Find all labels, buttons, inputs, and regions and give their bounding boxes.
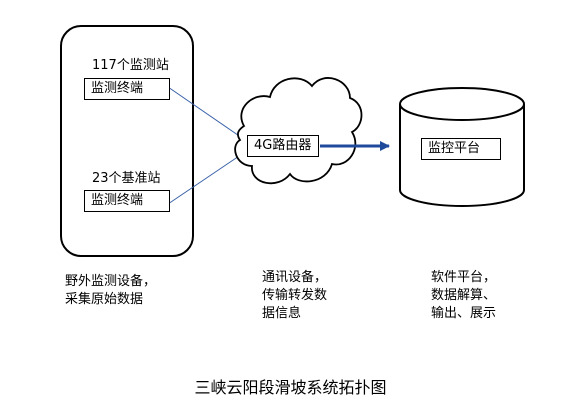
- platform-label: 监控平台: [421, 138, 501, 160]
- platform-caption-line2: 数据解算、: [431, 288, 497, 303]
- network-caption-line3: 据信息: [262, 306, 302, 321]
- platform-caption-line3: 输出、展示: [431, 306, 497, 321]
- arrow-terminal1-to-router: [167, 86, 249, 143]
- reference-stations-title: 23个基准站: [92, 171, 161, 186]
- arrow-terminal2-to-router: [167, 149, 249, 205]
- network-caption-line1: 通讯设备，: [262, 270, 328, 285]
- network-cloud: [234, 77, 363, 185]
- diagram-title: 三峡云阳段滑坡系统拓扑图: [194, 378, 387, 397]
- router-label: 4G路由器: [247, 135, 319, 157]
- network-caption-line2: 传输转发数: [262, 288, 328, 303]
- field-caption-line1: 野外监测设备，: [65, 274, 157, 289]
- monitoring-terminal-2: 监测终端: [84, 190, 170, 212]
- platform-caption-line1: 软件平台，: [431, 270, 497, 285]
- field-caption-line2: 采集原始数据: [65, 292, 144, 307]
- monitoring-stations-title: 117个监测站: [92, 58, 169, 73]
- monitoring-terminal-1: 监测终端: [84, 78, 170, 100]
